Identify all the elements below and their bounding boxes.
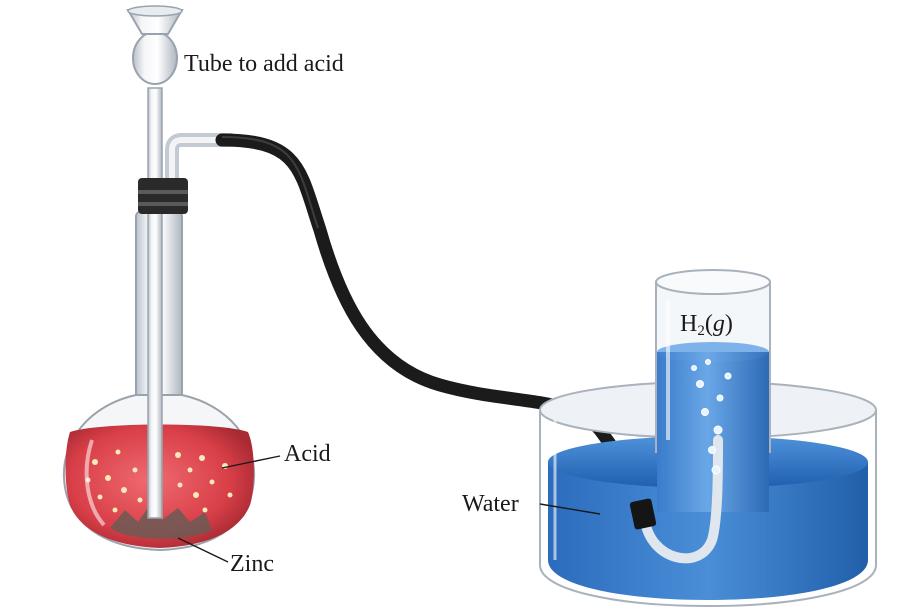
gas-symbol: H [680, 311, 698, 337]
gas-close-paren: ) [724, 311, 733, 337]
gas-bubbles [691, 359, 732, 475]
label-acid: Acid [284, 441, 331, 467]
rubber-stopper [138, 178, 188, 214]
label-tube-to-add-acid: Tube to add acid [184, 51, 344, 77]
label-hydrogen-gas: H2(g) [680, 312, 733, 339]
trough-water [548, 462, 868, 600]
hose-end [629, 498, 657, 530]
label-water: Water [462, 491, 519, 517]
gas-collection-cylinder [655, 269, 771, 512]
leader-lines [177, 455, 601, 563]
label-zinc: Zinc [230, 551, 274, 577]
acid-leader [221, 455, 281, 469]
gas-state: g [712, 311, 725, 337]
gas-subscript: 2 [697, 323, 705, 339]
water-leader [539, 503, 601, 515]
zinc-leader [177, 537, 229, 563]
gas-open-paren: ( [704, 311, 713, 337]
water-trough [539, 381, 877, 608]
zinc-pieces [110, 505, 212, 539]
